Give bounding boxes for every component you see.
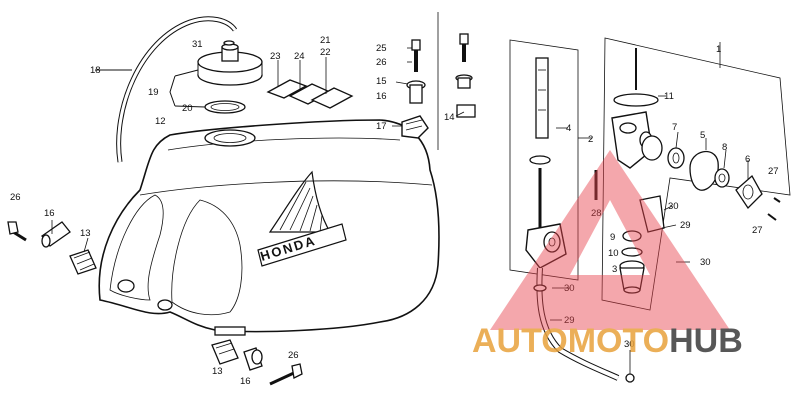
callout-12: 12 — [155, 116, 166, 127]
callout-27-bottom: 27 — [752, 225, 763, 236]
callout-8: 8 — [722, 142, 727, 153]
callout-11: 11 — [664, 91, 674, 102]
callout-6: 6 — [745, 154, 750, 165]
valve-body-box — [601, 37, 791, 311]
callout-30-c: 30 — [564, 283, 575, 294]
callout-16-bottom: 16 — [240, 376, 251, 387]
callout-24: 24 — [294, 51, 305, 62]
callout-23: 23 — [270, 51, 281, 62]
callout-10: 10 — [608, 248, 619, 259]
fuel-tank — [98, 119, 440, 333]
callout-19: 19 — [148, 87, 159, 98]
fuel-valve-box — [509, 39, 579, 281]
callout-3: 3 — [612, 264, 617, 275]
callout-14: 14 — [444, 112, 455, 123]
callout-27-top: 27 — [768, 166, 779, 177]
callout-26-bottom: 26 — [288, 350, 299, 361]
callout-18: 18 — [90, 65, 101, 76]
callout-22: 22 — [320, 47, 331, 58]
watermark-text: AUTOMOTOHUB — [472, 322, 743, 360]
callout-16-middle: 16 — [376, 91, 387, 102]
callout-29-right: 29 — [680, 220, 691, 231]
callout-30-d: 30 — [624, 339, 635, 350]
callout-30-a: 30 — [668, 201, 679, 212]
callout-4: 4 — [566, 123, 571, 134]
callout-5: 5 — [700, 130, 705, 141]
callout-2: 2 — [588, 134, 593, 145]
callout-13-left: 13 — [80, 228, 91, 239]
callout-28: 28 — [591, 208, 602, 219]
callout-13-bottom: 13 — [212, 366, 223, 377]
watermark-triangle — [490, 150, 730, 330]
callout-9: 9 — [610, 232, 615, 243]
callout-1: 1 — [716, 44, 721, 55]
callout-16-left: 16 — [44, 208, 55, 219]
callout-29-bottom: 29 — [564, 315, 575, 326]
callout-31: 31 — [192, 39, 203, 50]
callout-labels: 1 2 3 4 5 6 7 8 9 10 11 12 13 13 14 15 1… — [10, 35, 779, 387]
watermark-logo: AUTOMOTOHUB — [472, 150, 743, 360]
callout-20: 20 — [182, 103, 193, 114]
callout-17: 17 — [376, 121, 387, 132]
callout-7: 7 — [672, 122, 677, 133]
callout-26-middle: 26 — [376, 57, 387, 68]
callout-30-b: 30 — [700, 257, 711, 268]
callout-26-left: 26 — [10, 192, 21, 203]
callout-21: 21 — [320, 35, 331, 46]
callout-25: 25 — [376, 43, 387, 54]
callout-15: 15 — [376, 76, 387, 87]
